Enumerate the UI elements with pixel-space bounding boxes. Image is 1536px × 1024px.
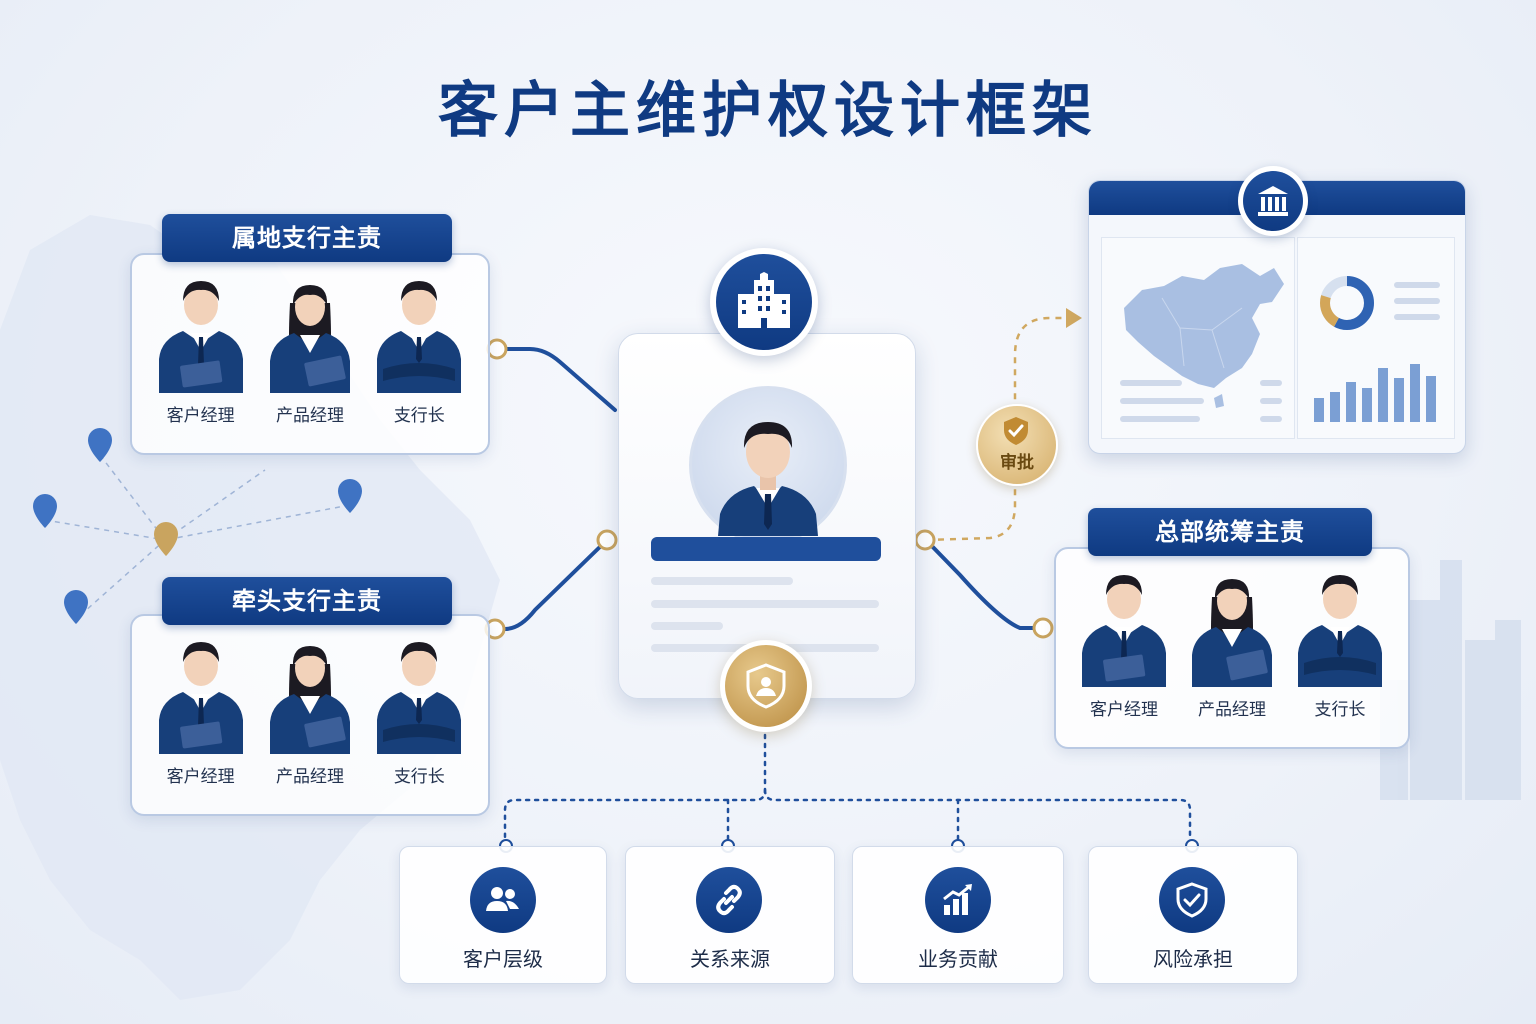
approval-arrow: [1066, 308, 1082, 328]
group-hq-panel: 客户经理 产品经理 支行长: [1054, 547, 1410, 749]
person-male-tablet-icon: [158, 281, 243, 393]
group-hq-persons: 客户经理 产品经理 支行长: [1056, 567, 1408, 720]
connector-node: [596, 529, 618, 551]
map-pin-icon: [33, 494, 57, 528]
attribute-icon-badge: [925, 867, 991, 933]
person-male-arms-crossed-icon: [377, 642, 462, 754]
page-title: 客户主维护权设计框架: [438, 76, 1098, 146]
person-male-arms-crossed-icon: [377, 281, 462, 393]
group-local-header: 属地支行主责: [162, 214, 452, 262]
map-pin-icon: [338, 479, 362, 513]
shield-user-icon-badge: [720, 640, 812, 732]
attribute-label: 风险承担: [1153, 947, 1233, 971]
link-icon: [716, 884, 742, 916]
role-label: 客户经理: [1090, 700, 1158, 720]
person-customer-manager: 客户经理: [146, 273, 255, 426]
attribute-card-risk-bearing: 风险承担: [1088, 846, 1298, 984]
client-profile-card: [618, 333, 916, 699]
connector-node: [486, 338, 508, 360]
client-avatar-icon: [718, 422, 818, 536]
attribute-label: 业务贡献: [918, 947, 998, 971]
role-label: 支行长: [1314, 700, 1366, 720]
person-female-tablet-icon: [1192, 579, 1272, 687]
attribute-card-business-contribution: 业务贡献: [852, 846, 1064, 984]
client-info-line: [651, 577, 793, 585]
approval-badge: 审批: [976, 404, 1058, 486]
attribute-icon-badge: [1159, 867, 1225, 933]
attribute-icon-badge: [470, 867, 536, 933]
person-male-arms-crossed-icon: [1298, 575, 1382, 687]
shield-user-icon: [746, 663, 786, 709]
attribute-label: 关系来源: [690, 947, 770, 971]
chart-up-icon: [943, 884, 972, 915]
person-product-manager: 产品经理: [1178, 567, 1286, 720]
role-label: 产品经理: [275, 767, 344, 787]
connector-hq: [924, 538, 1045, 630]
approval-connector: [925, 316, 1078, 542]
person-branch-president: 支行长: [365, 634, 474, 787]
group-lead-panel: 客户经理 产品经理 支行长: [130, 614, 490, 816]
person-customer-manager: 客户经理: [146, 634, 255, 787]
users-icon: [486, 887, 519, 911]
map-pin-icon: [64, 590, 88, 624]
attribute-card-relationship-source: 关系来源: [625, 846, 835, 984]
group-lead-header: 牵头支行主责: [162, 577, 452, 625]
person-male-tablet-icon: [158, 642, 243, 754]
person-branch-president: 支行长: [365, 273, 474, 426]
shield-check-icon: [1176, 882, 1208, 918]
person-male-tablet-icon: [1082, 575, 1166, 687]
approval-label: 审批: [1000, 453, 1034, 473]
building-icon: [738, 272, 790, 328]
map-pin-icon: [88, 428, 112, 462]
person-female-tablet-icon: [269, 646, 350, 754]
person-product-manager: 产品经理: [255, 273, 364, 426]
client-info-line: [651, 622, 723, 630]
connector-lead: [494, 539, 608, 631]
hq-dashboard: [1088, 180, 1466, 454]
client-name-bar: [651, 537, 881, 561]
donut-chart-icon: [1320, 276, 1374, 330]
building-icon-badge: [710, 248, 818, 356]
map-pins: [33, 428, 362, 624]
group-lead-persons: 客户经理 产品经理 支行长: [132, 634, 488, 787]
map-pin-icon: [154, 522, 178, 556]
group-hq-header: 总部统筹主责: [1088, 508, 1372, 556]
bank-icon-badge: [1238, 166, 1308, 236]
client-info-line: [651, 600, 879, 608]
role-label: 产品经理: [1198, 700, 1266, 720]
china-map-icon: [1124, 264, 1284, 408]
connector-node: [914, 529, 936, 551]
dashboard-stats-panel: [1297, 237, 1455, 439]
group-local-persons: 客户经理 产品经理 支行长: [132, 273, 488, 426]
dashboard-map-panel: [1101, 237, 1295, 439]
person-customer-manager: 客户经理: [1070, 567, 1178, 720]
role-label: 产品经理: [275, 406, 344, 426]
attribute-card-customer-tier: 客户层级: [399, 846, 607, 984]
person-branch-president: 支行长: [1286, 567, 1394, 720]
bar-chart-icon: [1314, 364, 1436, 422]
person-female-tablet-icon: [269, 285, 350, 393]
connector-node: [1032, 617, 1054, 639]
role-label: 客户经理: [166, 406, 235, 426]
client-avatar: [689, 386, 847, 544]
bank-icon: [1258, 186, 1288, 216]
attribute-label: 客户层级: [463, 947, 543, 971]
role-label: 支行长: [393, 406, 445, 426]
role-label: 支行长: [393, 767, 445, 787]
role-label: 客户经理: [166, 767, 235, 787]
connector-local: [496, 347, 617, 412]
person-product-manager: 产品经理: [255, 634, 364, 787]
attribute-icon-badge: [696, 867, 762, 933]
group-local-panel: 客户经理 产品经理 支行长: [130, 253, 490, 455]
shield-check-icon: [1004, 417, 1028, 445]
